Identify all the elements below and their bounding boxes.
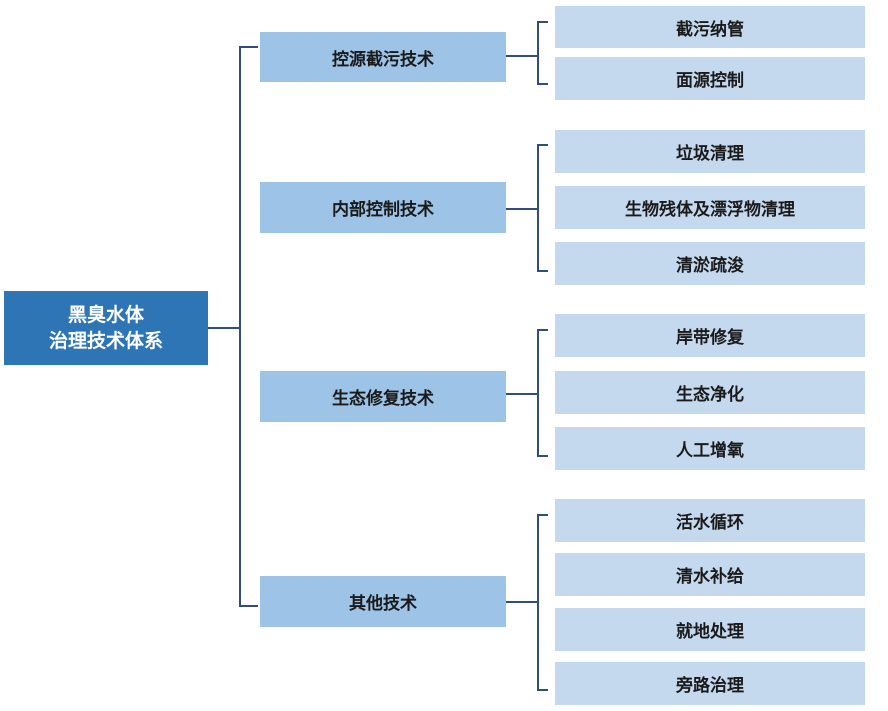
category-node: 生态修复技术 — [260, 371, 506, 422]
leaf-node: 面源控制 — [555, 57, 865, 100]
category-bracket-3 — [537, 329, 548, 457]
leaf-node: 清淤疏浚 — [555, 242, 865, 285]
leaf-node: 截污纳管 — [555, 6, 865, 48]
category-node: 其他技术 — [260, 576, 506, 627]
root-node: 黑臭水体 治理技术体系 — [4, 291, 208, 365]
leaf-node: 就地处理 — [555, 608, 865, 651]
category-bracket-4 — [537, 514, 548, 691]
category-bracket-2 — [537, 144, 548, 272]
leaf-node: 清水补给 — [555, 553, 865, 596]
leaf-node: 人工增氧 — [555, 427, 865, 470]
category-bracket-1 — [537, 21, 548, 85]
category-node: 控源截污技术 — [260, 32, 506, 82]
root-title-line1: 黑臭水体 — [67, 304, 144, 326]
leaf-node: 垃圾清理 — [555, 130, 865, 173]
leaf-node: 岸带修复 — [555, 314, 865, 357]
root-bracket — [239, 46, 258, 607]
leaf-node: 活水循环 — [555, 499, 865, 542]
root-title-line2: 治理技术体系 — [48, 330, 163, 352]
leaf-node: 旁路治理 — [555, 662, 865, 705]
leaf-node: 生态净化 — [555, 371, 865, 414]
category-node: 内部控制技术 — [260, 182, 506, 233]
leaf-node: 生物残体及漂浮物清理 — [555, 186, 865, 229]
